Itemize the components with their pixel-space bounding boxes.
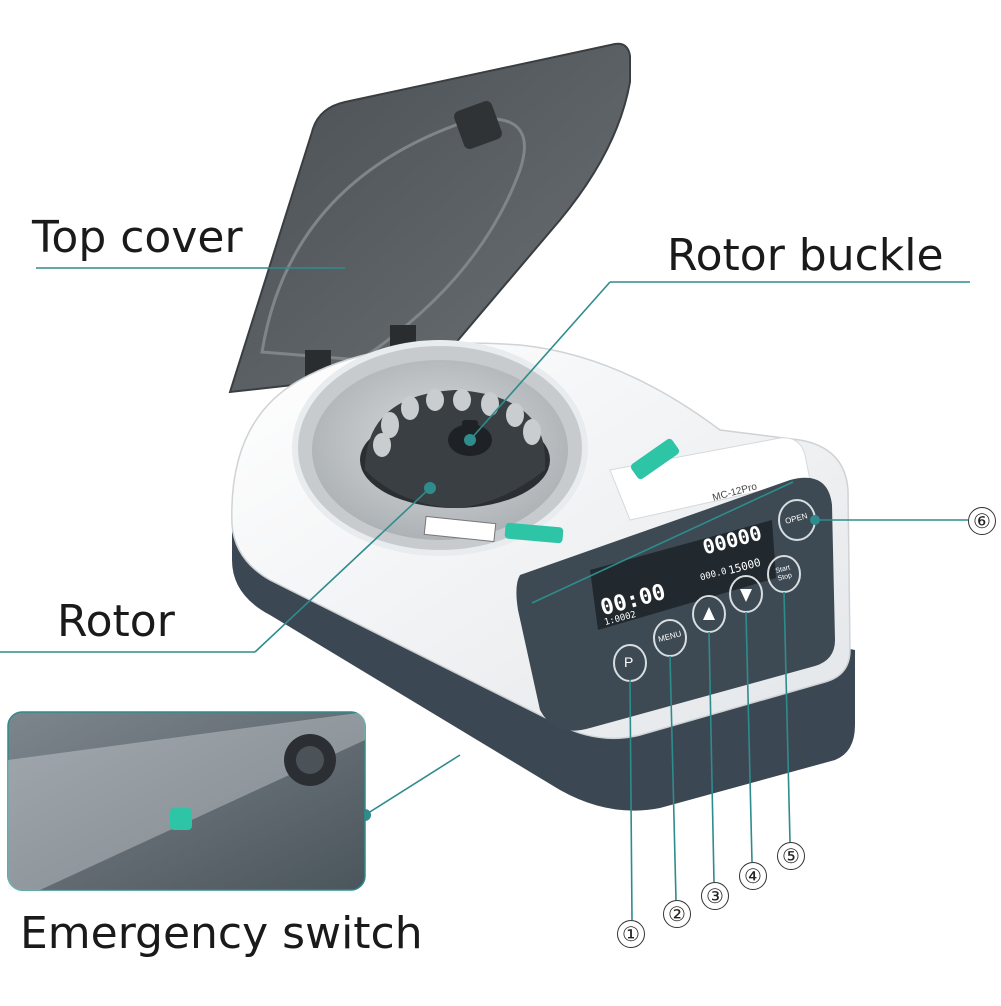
callout-4: ④	[739, 862, 767, 890]
callout-6: ⑥	[968, 507, 996, 535]
p-button-label: P	[624, 654, 634, 670]
leader-lines	[0, 267, 970, 921]
callout-2: ②	[663, 900, 691, 928]
emergency-switch	[170, 808, 192, 830]
label-top-cover: Top cover	[32, 212, 243, 263]
top-cover	[228, 42, 631, 394]
label-emergency-switch: Emergency switch	[20, 908, 423, 959]
callout-1: ①	[617, 920, 645, 948]
display-screen	[590, 520, 776, 630]
label-rotor-buckle: Rotor buckle	[667, 230, 944, 281]
label-rotor: Rotor	[57, 596, 175, 647]
callout-3: ③	[701, 882, 729, 910]
emergency-switch-inset	[7, 711, 366, 891]
callout-5: ⑤	[777, 842, 805, 870]
rotor-chamber	[292, 340, 680, 556]
